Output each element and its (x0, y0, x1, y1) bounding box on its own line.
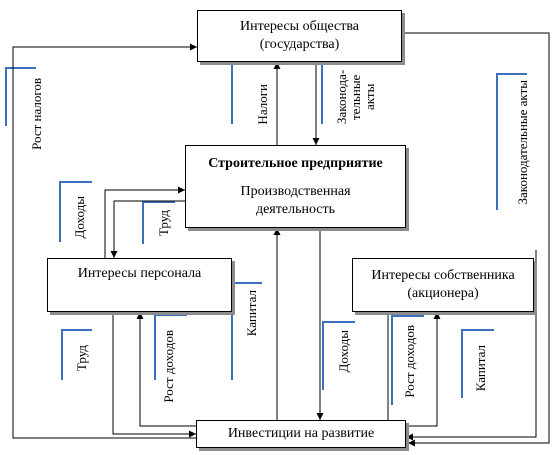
label-capital-right: Капитал (473, 345, 488, 392)
label-capital-left: Капитал (244, 290, 259, 337)
label-legislative-acts-line1: Законода- (334, 69, 349, 125)
label-legislative-acts-line3: акты (362, 83, 377, 111)
label-income-personnel: Доходы (72, 196, 87, 239)
node-investment-label: Инвестиции на развитие (227, 426, 375, 441)
label-legislative-acts-wrapped: Законода- тельные акты (334, 66, 377, 128)
node-personnel: Интересы персонала (47, 258, 232, 312)
label-income-growth-left: Рост доходов (161, 330, 176, 403)
label-legislative-acts-right: Законодательные акты (515, 80, 530, 205)
label-taxes: Налоги (255, 84, 270, 125)
node-owner-line2: (акционера) (407, 286, 479, 301)
node-enterprise-title: Строительное предприятие (208, 155, 383, 171)
label-income-growth-right: Рост доходов (402, 325, 417, 398)
label-brackets (5, 63, 527, 405)
node-enterprise-line2: деятельность (255, 201, 336, 217)
node-owner-line1: Интересы собственника (371, 268, 515, 283)
label-tax-growth: Рост налогов (29, 78, 44, 150)
node-enterprise-line1: Производственная (240, 183, 351, 199)
node-enterprise: Строительное предприятие Производственна… (185, 145, 406, 228)
label-legislative-acts-line2: тельные (348, 74, 363, 120)
label-labor-top: Труд (156, 210, 171, 237)
node-owner: Интересы собственника (акционера) (352, 258, 534, 312)
node-society-line1: Интересы общества (239, 19, 360, 34)
label-labor-bottom: Труд (74, 345, 89, 372)
node-society-line2: (государства) (259, 37, 340, 52)
label-income-enterprise: Доходы (336, 330, 351, 373)
node-society: Интересы общества (государства) (197, 10, 402, 62)
connectors (12, 32, 550, 447)
node-personnel-label: Интересы персонала (77, 266, 202, 281)
node-investment: Инвестиции на развитие (196, 420, 406, 448)
